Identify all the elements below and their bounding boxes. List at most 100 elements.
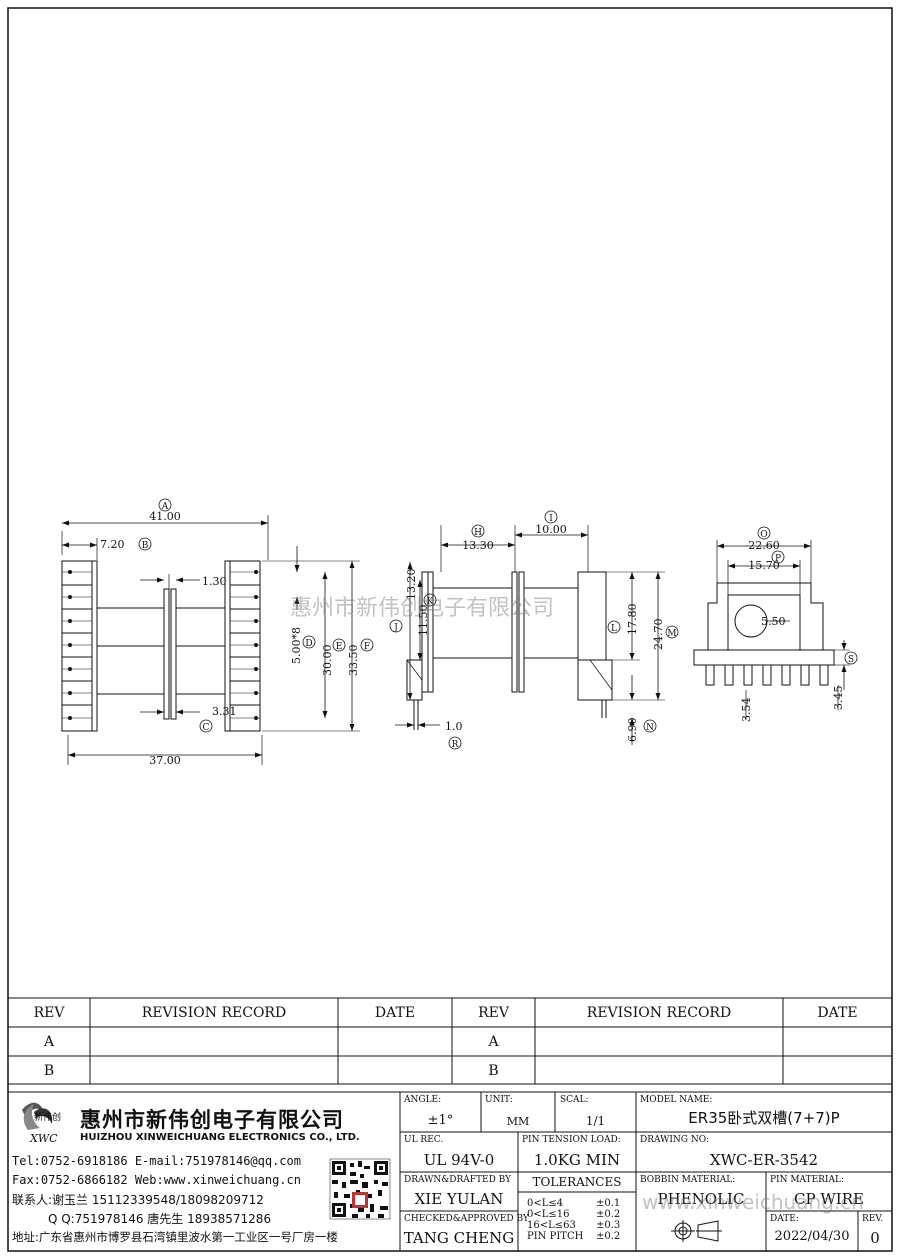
tol-value-4: ±0.2 <box>596 1231 621 1242</box>
dim-flange: 3.31 <box>212 705 237 718</box>
left-view-labels: A 41.00 7.20 B 1.30 3.31 C 37.00 5.00*8 … <box>100 498 374 767</box>
checked-value: TANG CHENG <box>403 1229 515 1247</box>
dim-p: 15.70 <box>748 559 780 572</box>
pin-tension-value: 1.0KG MIN <box>533 1151 621 1169</box>
revision-record-header-2: REVISION RECORD <box>586 1005 732 1021</box>
date-header-1: DATE <box>374 1005 416 1021</box>
projection-symbol-icon <box>671 1220 722 1242</box>
callout-a: A <box>161 502 169 512</box>
dim-total-width: 41.00 <box>149 510 181 523</box>
company-logo <box>22 1102 53 1130</box>
rev-row-b-right: B <box>488 1063 499 1079</box>
dim-bottom-width: 37.00 <box>149 754 181 767</box>
bobbin-material-value: PHENOLIC <box>657 1190 745 1208</box>
left-pin-block-edge <box>91 560 98 732</box>
callout-k: K <box>427 597 434 607</box>
dim-gap: 1.30 <box>202 575 227 588</box>
sheet-border <box>7 7 893 1252</box>
contact-line-2: Fax:0752-6866182 Web:www.xinweichuang.cn <box>12 1173 301 1187</box>
dim-m: 24.70 <box>652 619 665 651</box>
title-block-grid <box>7 1091 893 1252</box>
callout-l: L <box>611 624 617 634</box>
right-base <box>693 649 835 666</box>
dim-h: 13.30 <box>462 539 494 552</box>
callout-b: B <box>142 541 149 551</box>
bobbin-material-label: BOBBIN MATERIAL: <box>640 1175 736 1185</box>
angle-label: ANGLE: <box>404 1095 442 1105</box>
dim-i: 10.00 <box>535 523 567 536</box>
angle-value: ±1° <box>427 1113 454 1128</box>
pin-material-value: CP WIRE <box>794 1190 864 1208</box>
unit-value: MM <box>506 1115 530 1128</box>
tol-value-2: ±0.2 <box>596 1209 621 1220</box>
mid-center-flange <box>511 571 518 693</box>
rev-row-a-right: A <box>488 1034 499 1050</box>
tol-value-1: ±0.1 <box>596 1198 621 1209</box>
callout-i: I <box>549 514 553 524</box>
tol-range-2: 0<L≤16 <box>527 1209 570 1220</box>
model-label: MODEL NAME: <box>640 1095 713 1105</box>
rev-header-1: REV <box>33 1005 65 1021</box>
callout-c: C <box>203 723 210 733</box>
callout-m: M <box>667 629 676 639</box>
company-address: 地址:广东省惠州市博罗县石湾镇里波水第一工业区一号厂房一楼 <box>12 1230 338 1244</box>
callout-s: S <box>848 655 854 665</box>
right-view <box>693 540 850 720</box>
model-value: ER35卧式双槽(7+7)P <box>688 1109 840 1127</box>
dim-hole: 5.50 <box>761 615 786 628</box>
watermark-cn: 惠州市新伟创电子有限公司 <box>290 596 555 621</box>
dim-height-outer: 33.50 <box>347 645 360 677</box>
pin-tension-label: PIN TENSION LOAD: <box>522 1135 621 1145</box>
date-value: 2022/04/30 <box>774 1229 850 1244</box>
qr-code <box>329 1158 391 1220</box>
tol-range-4: PIN PITCH <box>527 1231 584 1242</box>
middle-view-labels: H 13.30 I 10.00 J 13.20 11.50 K L 17.80 … <box>389 510 679 750</box>
core-wall-right <box>170 588 177 720</box>
drawn-value: XIE YULAN <box>414 1190 504 1208</box>
middle-view <box>395 525 665 745</box>
watermark-url: www.xinweichuang.cn <box>642 1190 864 1214</box>
pin-crosslines <box>62 571 260 719</box>
ul-value: UL 94V-0 <box>423 1151 495 1169</box>
revision-record-header-1: REVISION RECORD <box>141 1005 287 1021</box>
dim-pin-right: 3.45 <box>832 686 845 711</box>
drawing-no-label: DRAWING NO: <box>640 1135 710 1145</box>
dim-j: 13.20 <box>405 569 418 601</box>
right-pin-rows <box>230 584 260 706</box>
company-name-cn: 惠州市新伟创电子有限公司 <box>80 1108 344 1132</box>
contact-line-3: 联系人:谢玉兰 15112339548/18098209712 <box>12 1193 264 1207</box>
dim-k: 11.50 <box>417 605 430 637</box>
callout-d: D <box>305 639 312 649</box>
dim-n: 6.90 <box>626 718 639 743</box>
dim-offset: 7.20 <box>100 538 125 551</box>
dim-pin-left: 3.54 <box>740 698 753 723</box>
date-header-2: DATE <box>817 1005 858 1021</box>
logo-en: XWC <box>30 1132 58 1145</box>
tol-range-3: 16<L≤63 <box>527 1220 576 1231</box>
callout-h: H <box>474 528 482 538</box>
dim-l: 17.80 <box>626 604 639 636</box>
tolerances-label: TOLERANCES <box>532 1175 622 1189</box>
callout-e: E <box>336 642 343 652</box>
drawing-no-value: XWC-ER-3542 <box>709 1151 819 1169</box>
scale-label: SCAL: <box>560 1095 589 1105</box>
pin-material-label: PIN MATERIAL: <box>770 1175 844 1185</box>
company-name-en: HUIZHOU XINWEICHUANG ELECTRONICS CO., LT… <box>80 1132 360 1143</box>
left-view <box>61 515 360 765</box>
contact-line-4: Q Q:751978146 唐先生 18938571286 <box>48 1212 272 1226</box>
core-wall-left <box>163 588 170 720</box>
rev-row-a-left: A <box>43 1034 55 1050</box>
right-view-labels: O 22.60 P 15.70 5.50 S 3.54 3.45 <box>740 526 858 723</box>
rev-value: 0 <box>870 1229 880 1247</box>
rev-row-b-left: B <box>43 1063 55 1079</box>
callout-f: F <box>364 642 370 652</box>
drawn-label: DRAWN&DRAFTED BY <box>404 1175 512 1185</box>
contact-line-1: Tel:0752-6918186 E-mail:751978146@qq.com <box>12 1154 301 1168</box>
unit-label: UNIT: <box>485 1095 513 1105</box>
callout-r: R <box>452 740 459 750</box>
checked-label: CHECKED&APPROVED BY <box>404 1214 529 1224</box>
logo-cn: 新伟创 <box>34 1113 62 1123</box>
dim-o: 22.60 <box>748 539 780 552</box>
